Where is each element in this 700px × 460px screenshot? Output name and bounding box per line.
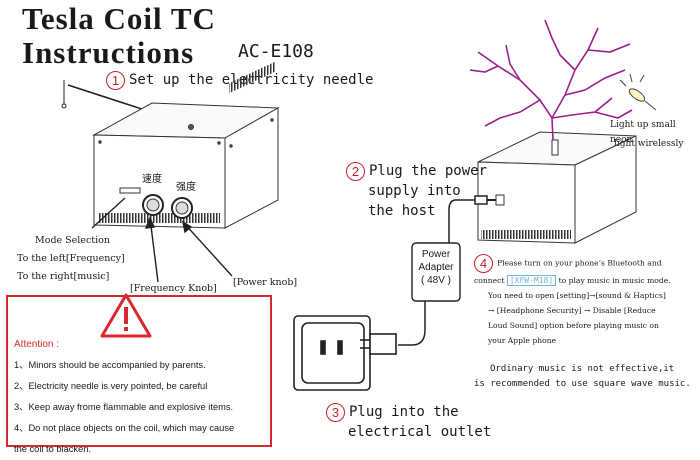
step-4: 4 Please turn on your phone’s Bluetooth a… [474,254,698,348]
mode-left: To the left[Frequency] [17,253,125,264]
neon-label-1: Light up small neon [610,120,676,145]
neon-label-2: light wirelessly [614,139,684,149]
step-4-line-5: Loud Sound] option before playing music … [488,321,659,330]
attention-item: 3、Keep away frome flammable and explosiv… [14,402,234,412]
mode-right: To the right[music] [17,271,110,282]
wall-outlet-icon [293,315,397,391]
note-line-2: is recommended to use square wave music. [474,379,691,389]
step-3-line-2: electrical outlet [348,424,492,440]
device-name-badge: [XFW-M18] [506,275,557,286]
mode-selection-title: Mode Selection [35,235,110,246]
title-line-1: Tesla Coil TC [22,1,216,36]
mode-selection-label: Mode Selection To the left[Frequency] To… [17,233,125,284]
step-4-line-4: → [Headphone Security] → Disable [Reduce [488,306,656,315]
neon-bulb-icon [619,73,657,111]
attention-item: 2、Electricity needle is very pointed, be… [14,381,208,391]
host-box-left [92,61,280,229]
warning-icon [100,293,152,338]
label-pointers-left [91,197,233,283]
knob-speed-label: 速度 [142,174,162,185]
power-adapter [411,242,461,302]
attention-list: 1、Minors should be accompanied by parent… [14,355,270,460]
frequency-knob-label: [Frequency Knob] [130,283,217,294]
step-4-line-6: your Apple phone [488,336,557,345]
adapter-label: Power Adapter ( 48V ) [412,248,460,287]
step-4-line-2: to play music in music mode. [558,276,671,285]
attention-title: Attention : [14,339,60,350]
step-4-line-3: You need to open [setting]→[sound & Hapt… [488,291,666,300]
step-4-number: 4 [474,254,493,273]
attention-item: 1、Minors should be accompanied by parent… [14,360,206,370]
step-3-number: 3 [326,402,345,422]
step-2-line-3: the host [368,203,436,219]
knob-strength-label: 强度 [176,182,196,193]
power-knob-label: [Power knob] [233,277,298,288]
attention-item: the coil to blacken. [14,444,92,454]
step-1-number: 1 [106,70,125,90]
adapter-line-2: Adapter [418,262,454,273]
adapter-line-3: ( 48V ) [420,275,451,286]
host-box-right [477,131,637,244]
attention-box [6,295,272,447]
adapter-line-1: Power [421,249,451,260]
power-cable [398,195,496,346]
model-number: AC-E108 [238,41,314,62]
attention-item: 4、Do not place objects on the coil, whic… [14,423,235,433]
note-line-1: Ordinary music is not effective,it [490,364,675,374]
step-4-line-1: Please turn on your phone’s Bluetooth an… [497,258,662,268]
step-4-connect: connect [474,276,505,285]
spark-arc [469,19,633,141]
title-line-2: Instructions [22,35,195,70]
step-3-line-1: Plug into the [349,404,459,420]
step-2-line-1: Plug the power [369,163,488,179]
music-note: Ordinary music is not effective,it is re… [474,362,691,392]
step-2-number: 2 [346,161,365,181]
step-2-line-2: supply into [368,183,461,199]
